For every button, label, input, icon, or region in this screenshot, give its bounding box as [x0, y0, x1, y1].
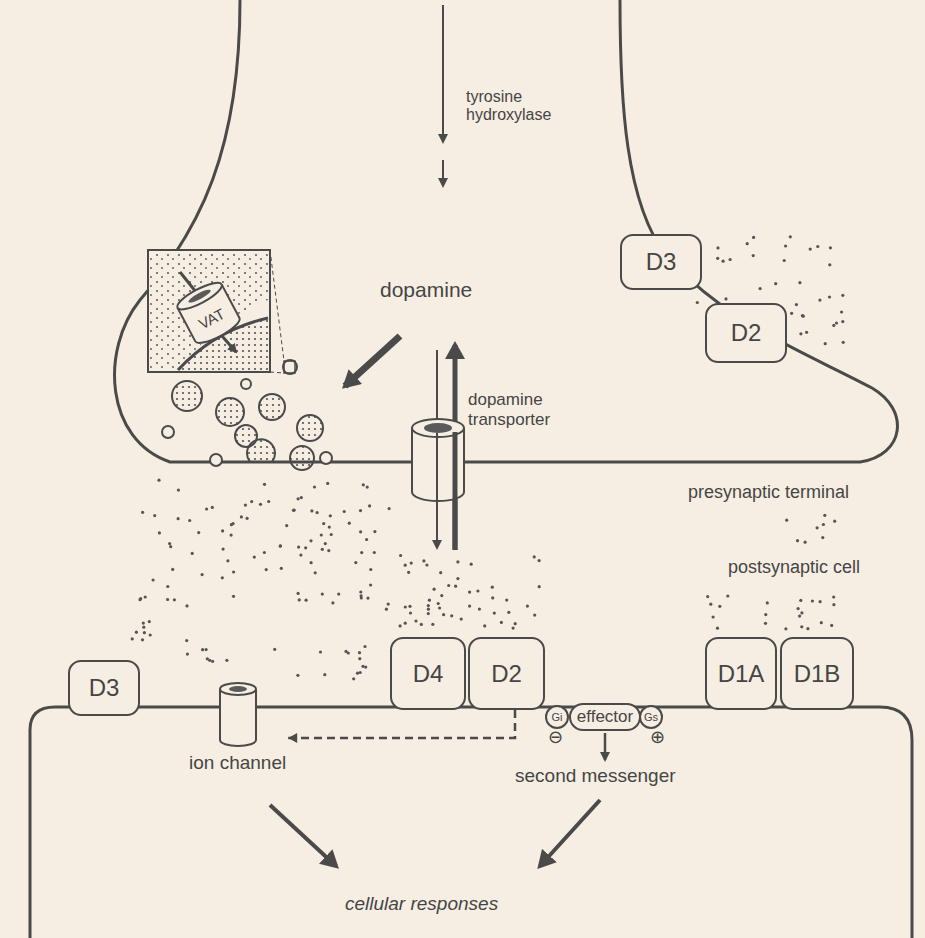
ion-channel: ion channel [189, 680, 286, 774]
effector-box: effector [569, 703, 641, 731]
node-label: Gi [552, 711, 563, 723]
region-label: presynaptic terminal [688, 482, 849, 503]
outcome-label: cellular responses [345, 893, 498, 915]
region-label: postsynaptic cell [728, 557, 860, 578]
receptor-box: D4 [390, 637, 466, 710]
g-protein-circle: Gi [545, 705, 569, 729]
g-protein-circle: Gs [639, 705, 663, 729]
postsynaptic-membrane [30, 707, 912, 938]
node-label: D3 [89, 674, 120, 702]
node-label: D2 [731, 319, 762, 347]
vat-arrow [222, 336, 236, 352]
transporter-label: dopamine transporter [468, 390, 580, 429]
transporter-symbol [412, 419, 464, 550]
synthesis-arrow [442, 5, 444, 142]
receptor-box: D3 [68, 660, 140, 716]
storage-arrow [345, 336, 400, 386]
inhibit-sign: ⊖ [548, 727, 563, 748]
synthesis-arrow [442, 160, 444, 186]
response-arrow [540, 800, 600, 866]
transporter-cylinder: VAT [171, 275, 245, 350]
node-label: D1A [718, 660, 765, 688]
receptor-box: D3 [620, 234, 702, 290]
release-arrow [436, 350, 438, 548]
signal-arrow [604, 733, 607, 760]
receptor-box: D2 [468, 637, 545, 710]
stimulate-sign: ⊕ [650, 727, 665, 748]
dashed-connector [288, 710, 515, 743]
molecule-label: dopamine [380, 278, 472, 302]
presynaptic-membrane [115, 0, 898, 462]
vesicles [162, 360, 332, 470]
receptor-box: D1A [705, 637, 777, 710]
receptor-box: D2 [705, 303, 787, 363]
vesicle-inset [148, 250, 295, 373]
vat-arrow [180, 272, 196, 292]
receptor-box: D1B [780, 637, 854, 710]
node-label: D2 [491, 660, 522, 688]
channel-label: ion channel [189, 752, 286, 774]
reuptake-arrow [453, 345, 458, 550]
node-label: D3 [646, 248, 677, 276]
node-label: D1B [794, 660, 841, 688]
enzyme-label: tyrosine hydroxylase [466, 88, 581, 125]
node-label: D4 [413, 660, 444, 688]
channel-cylinder [217, 680, 259, 748]
process-label: second messenger [515, 765, 676, 787]
dopamine-molecules [131, 235, 845, 680]
response-arrow [270, 805, 336, 866]
node-label: effector [577, 707, 633, 727]
node-label: Gs [644, 711, 658, 723]
